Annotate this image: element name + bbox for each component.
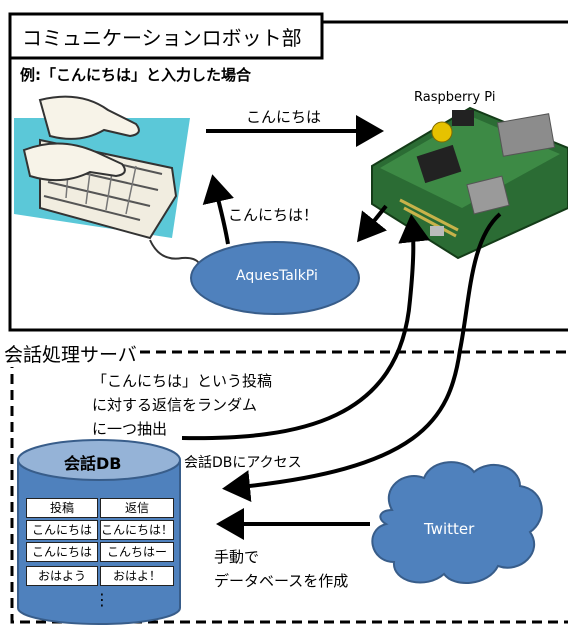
db-label: 会話DB	[64, 454, 122, 473]
arrow-raspberry-to-db	[222, 212, 502, 503]
keyboard-typing-illustration	[14, 95, 203, 281]
robot-section-title: コミュニケーションロボット部	[22, 26, 302, 50]
table-cell-reply-1: こんにちは！	[100, 520, 174, 540]
spoken-text-label: こんにちは！	[228, 206, 319, 224]
table-more-ellipsis: ⋮	[94, 590, 110, 609]
manual-note-line2: データベースを作成	[214, 572, 349, 590]
random-reply-note-line3: に一つ抽出	[92, 418, 168, 439]
example-caption: 例:「こんにちは」と入力した場合	[20, 66, 252, 84]
random-reply-note-line1: 「こんにちは」という投稿	[92, 370, 273, 391]
aquestalk-ellipse	[190, 241, 360, 315]
table-cell-post-2: こんにちは	[26, 542, 98, 562]
random-reply-note-line2: に対する返信をランダム	[92, 394, 258, 415]
server-section-frame	[10, 350, 568, 624]
db-access-label: 会話DBにアクセス	[184, 455, 302, 471]
twitter-cloud	[371, 461, 543, 585]
table-header-reply: 返信	[100, 498, 174, 518]
raspberry-pi-board-illustration	[371, 106, 568, 260]
twitter-label: Twitter	[424, 520, 475, 538]
table-cell-reply-2: こんちはー	[100, 542, 174, 562]
table-header-post: 投稿	[26, 498, 98, 518]
arrow-speak-to-user	[202, 174, 234, 245]
table-cell-post-1: こんにちは	[26, 520, 98, 540]
input-text-label: こんにちは	[246, 108, 322, 126]
aquestalk-label: AquesTalkPi	[236, 268, 318, 284]
arrow-raspberry-to-aquestalk	[357, 204, 388, 243]
table-cell-reply-3: おはよ！	[100, 566, 174, 586]
robot-section-title-box	[8, 12, 324, 60]
manual-note-line1: 手動で	[214, 548, 260, 566]
server-section-title: 会話処理サーバ	[4, 340, 139, 367]
raspberry-pi-label: Raspberry Pi	[414, 90, 496, 105]
table-cell-post-3: おはよう	[26, 566, 98, 586]
arrow-reply-to-raspberry	[181, 214, 431, 441]
